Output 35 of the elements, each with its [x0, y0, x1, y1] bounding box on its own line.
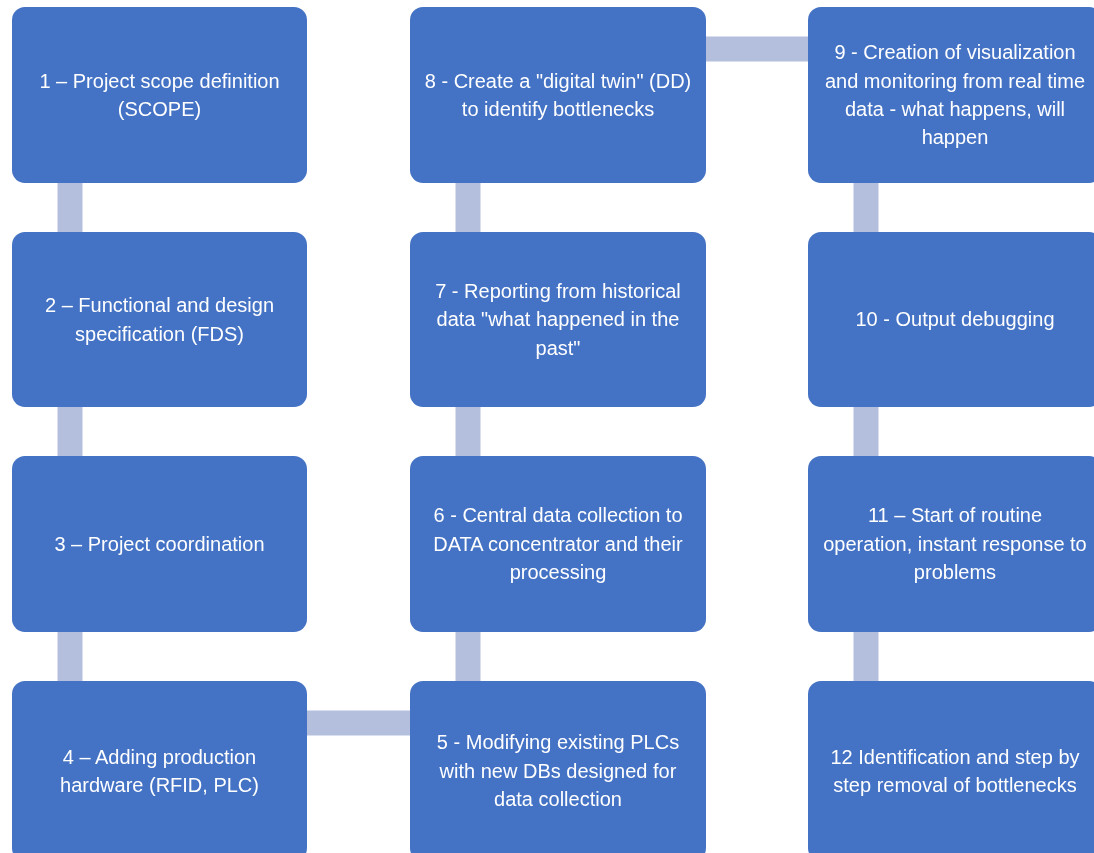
- step-text: 2 – Functional and design specification (FDS): [43, 293, 276, 347]
- connector-bar: [455, 183, 481, 232]
- connector-bar: [57, 407, 83, 456]
- process-box: [12, 7, 307, 183]
- connector-bar: [706, 36, 808, 62]
- process-box: [410, 232, 706, 407]
- step-text: 8 - Create a "digital twin" (DD) to identify bottlenecks: [424, 68, 692, 122]
- connector-bar: [57, 183, 83, 232]
- process-box: [410, 7, 706, 183]
- connector-bar: [307, 710, 410, 736]
- step-text: 5 - Modifying existing PLCs with new DBs designed for data collection: [435, 730, 681, 813]
- step-text: 12 Identification and step by step removal of bottlenecks: [829, 744, 1081, 798]
- process-box: [808, 232, 1094, 407]
- process-box: [12, 232, 307, 407]
- connector-bar: [455, 632, 481, 681]
- process-box: [808, 7, 1094, 183]
- step-text: 10 - Output debugging: [855, 307, 1055, 333]
- step-text: 6 - Central data collection to DATA concentrator and their processing: [432, 503, 684, 586]
- process-box: [808, 681, 1094, 853]
- connector-bar: [57, 632, 83, 681]
- step-text: 11 – Start of routine operation, instant response to problems: [822, 503, 1088, 586]
- process-box: [12, 456, 307, 632]
- connector-bar: [853, 407, 879, 456]
- process-box: [12, 681, 307, 853]
- connector-bar: [455, 407, 481, 456]
- process-box: [410, 456, 706, 632]
- connector-bar: [853, 183, 879, 232]
- step-text: 4 – Adding production hardware (RFID, PLC): [59, 744, 260, 798]
- step-text: 1 – Project scope definition (SCOPE): [38, 68, 281, 122]
- connector-bar: [853, 632, 879, 681]
- step-text: 7 - Reporting from historical data "what happened in the past": [434, 278, 682, 361]
- process-box: [410, 681, 706, 853]
- step-text: 3 – Project coordination: [54, 531, 265, 557]
- step-text: 9 - Creation of visualization and monitoring from real time data - what happens, will happen: [823, 40, 1087, 151]
- process-box: [808, 456, 1094, 632]
